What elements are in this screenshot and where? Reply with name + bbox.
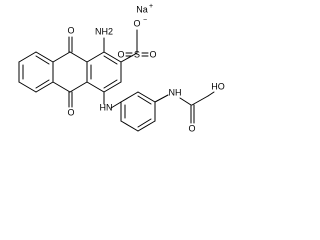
atom-labels: Na + NH2 O − S O O O O HN NH HO O [67,3,224,134]
hydroxyl-label: HO [211,81,225,91]
sulfonate-right-oxygen: O [149,49,156,59]
bonds [18,29,215,132]
carbonyl-top-oxygen: O [67,25,74,35]
sulfonate-top-oxygen: O [133,18,140,28]
sulfur-label: S [134,49,140,59]
amide-oxygen: O [188,123,195,133]
sodium-label: Na [136,4,148,14]
chemical-structure: Na + NH2 O − S O O O O HN NH HO O [18,3,225,134]
sulfonate-charge: − [143,17,147,24]
amine-linker-label: HN [100,102,113,112]
sodium-charge: + [149,3,153,10]
carbonyl-bottom-oxygen: O [67,107,74,117]
sulfonate-left-oxygen: O [117,49,124,59]
amino-label: NH2 [95,26,113,36]
amide-nh-label: NH [169,87,182,97]
